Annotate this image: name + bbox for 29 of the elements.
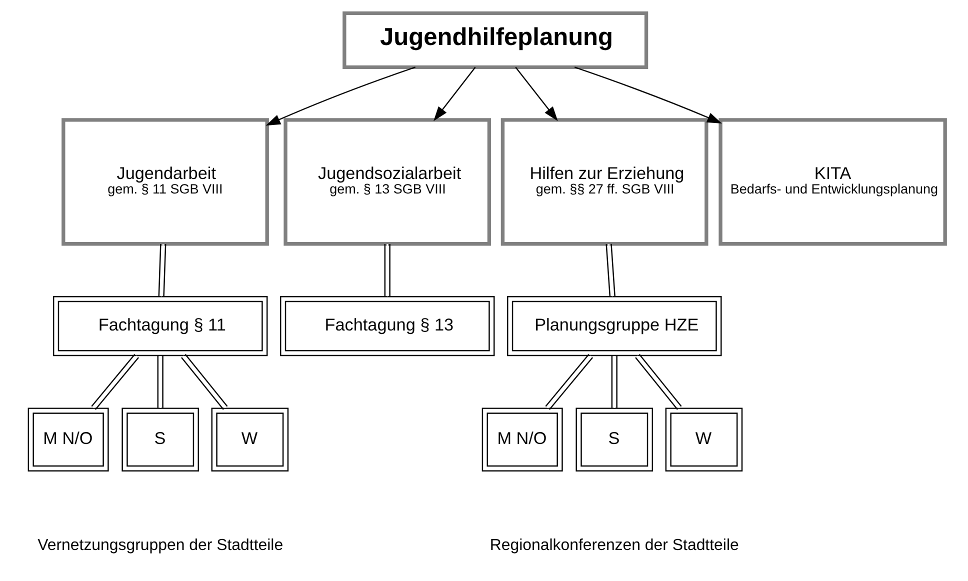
node-box: W (211, 408, 289, 472)
arrow (574, 66, 722, 124)
node-box: Jugendarbeit gem. § 11 SGB VIII (62, 118, 269, 246)
arrow (515, 66, 558, 122)
node-box: M N/O (28, 408, 109, 472)
node-box: Planungsgruppe HZE (507, 296, 722, 356)
label: Regionalkonferenzen der Stadtteile (490, 536, 739, 554)
node-box: Fachtagung § 11 (52, 296, 268, 356)
connector (181, 354, 228, 410)
node-box: Hilfen zur Erziehung gem. §§ 27 ff. SGB VIII (500, 118, 708, 246)
node-box: Jugendhilfeplanung (342, 11, 648, 69)
connector (91, 354, 140, 410)
node-box: S (576, 408, 654, 472)
node-box: Jugendsozialarbeit gem. § 13 SGB VIII (284, 118, 492, 246)
arrow (434, 66, 476, 122)
node-box: W (665, 408, 743, 472)
connector (611, 356, 618, 408)
node-box: M N/O (482, 408, 563, 472)
connector (157, 356, 164, 408)
node-box: S (122, 408, 199, 472)
connector (384, 244, 390, 296)
connector (606, 244, 616, 296)
node-box: Fachtagung § 13 (280, 296, 495, 356)
node-box: KITA Bedarfs- und Entwicklungsplanung (718, 118, 947, 246)
connector (545, 354, 594, 410)
connector (158, 244, 166, 296)
label: Vernetzungsgruppen der Stadtteile (38, 536, 284, 554)
arrow (266, 66, 416, 126)
connector (635, 354, 682, 410)
